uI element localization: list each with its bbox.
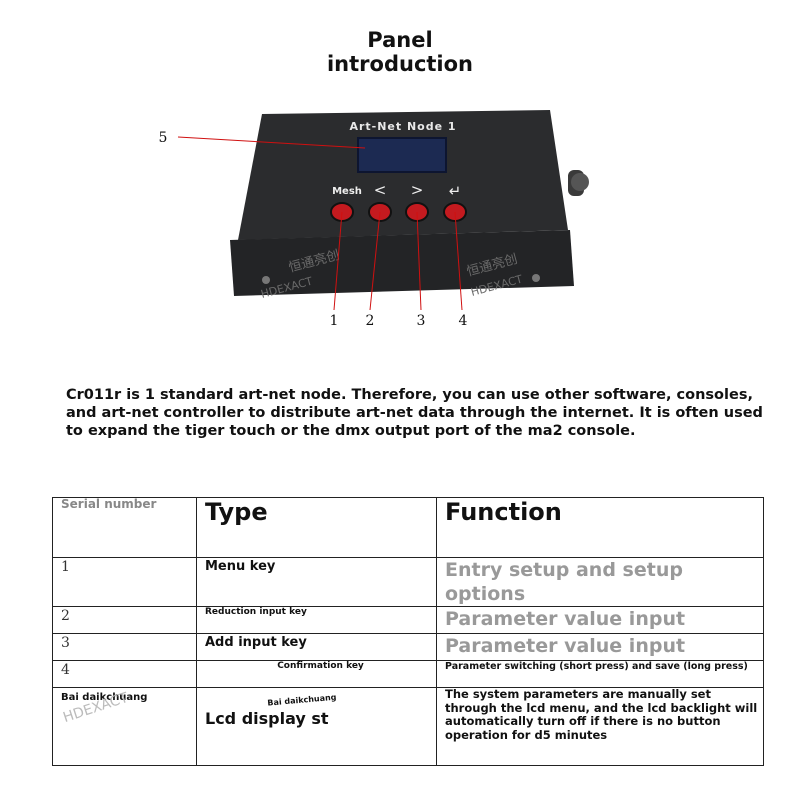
row-type: Add input key xyxy=(196,633,437,661)
row-function: The system parameters are manually set t… xyxy=(436,687,764,766)
description-paragraph: Cr011r is 1 standard art-net node. There… xyxy=(66,387,763,439)
callout-line-1 xyxy=(333,211,343,311)
row-function: Parameter value input xyxy=(436,606,764,634)
table-row: 4 Confirmation key Parameter switching (… xyxy=(52,660,764,688)
row-type: Menu key xyxy=(196,557,437,607)
row-function: Entry setup and setup options xyxy=(436,557,764,607)
callout-2: 2 xyxy=(366,313,375,329)
row-type-cell: Bai daikchuang Lcd display st xyxy=(196,687,437,766)
row-serial: 2 xyxy=(52,606,197,634)
button-label-mesh: Mesh xyxy=(332,186,362,197)
spec-table: Serial number Type Function 1 Menu key E… xyxy=(52,497,764,766)
row-type: Reduction input key xyxy=(196,606,437,634)
row-function: Parameter value input xyxy=(436,633,764,661)
callout-line-3 xyxy=(416,211,422,311)
device-label: Art-Net Node 1 xyxy=(349,120,456,133)
page-title-line1: Panel xyxy=(367,28,433,52)
header-serial: Serial number xyxy=(52,497,197,558)
header-type: Type xyxy=(196,497,437,558)
table-row: 1 Menu key Entry setup and setup options xyxy=(52,557,764,607)
row-type: Lcd display st xyxy=(205,709,329,728)
button-label-right: > xyxy=(411,181,424,199)
row-serial: 3 xyxy=(52,633,197,661)
lcd-screen xyxy=(357,137,447,173)
device-top-face xyxy=(238,110,568,240)
table-row: Bai daikchuang Bai daikchuang Lcd displa… xyxy=(52,687,764,766)
callout-3: 3 xyxy=(417,313,426,329)
page-title-line2: introduction xyxy=(326,52,473,76)
button-label-enter: ↵ xyxy=(449,182,462,200)
table-row: 2 Reduction input key Parameter value in… xyxy=(52,606,764,634)
button-label-left: < xyxy=(374,181,387,199)
device-photo: Art-Net Node 1 Mesh < > ↵ 恒通亮创 HDEXACT 恒… xyxy=(159,110,589,329)
callout-line-5 xyxy=(177,136,366,149)
table-header-row: Serial number Type Function xyxy=(52,497,764,558)
callout-5: 5 xyxy=(159,130,168,146)
callout-line-4 xyxy=(454,211,463,311)
row-serial: 4 xyxy=(52,660,197,688)
row-function: Parameter switching (short press) and sa… xyxy=(436,660,764,688)
device-front-face xyxy=(230,230,574,296)
row-serial: 1 xyxy=(52,557,197,607)
callout-4: 4 xyxy=(459,313,468,329)
table-row: 3 Add input key Parameter value input xyxy=(52,633,764,661)
callout-line-2 xyxy=(369,211,381,311)
row-serial: Bai daikchuang xyxy=(52,687,197,766)
header-function: Function xyxy=(436,497,764,558)
callout-1: 1 xyxy=(330,313,339,329)
